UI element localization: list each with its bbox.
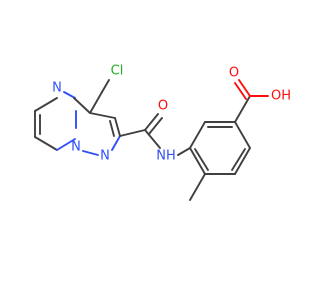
atom-label-cl: Cl [111, 64, 124, 79]
atom-label-n-ring-top: N [52, 81, 62, 96]
atom-labels: Cl N N N O NH O OH [52, 64, 291, 164]
atom-label-nh: NH [156, 149, 176, 164]
atom-label-n-bridge: N [71, 140, 81, 155]
molecule-structure: Cl N N N O NH O OH [34, 64, 291, 201]
atom-label-o-amide: O [158, 99, 168, 114]
atom-label-n-pyrazole: N [100, 149, 110, 164]
atom-label-oh: OH [271, 89, 291, 104]
atom-label-o-acid: O [229, 66, 239, 81]
bond-lines [34, 79, 269, 201]
